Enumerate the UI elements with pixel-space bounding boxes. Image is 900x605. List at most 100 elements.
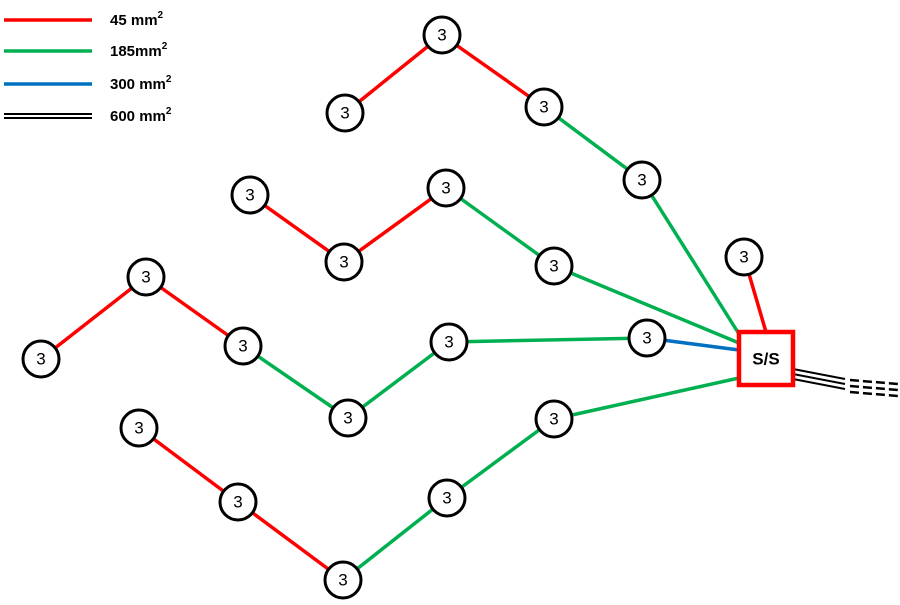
cable-d5-d6 (448, 336, 648, 344)
load-node-a4: 3 (622, 160, 662, 200)
substation-label: S/S (752, 350, 779, 369)
substation: S/S (736, 329, 796, 388)
load-node-d2: 3 (126, 257, 166, 297)
node-label: 3 (444, 333, 453, 352)
load-node-c0: 3 (724, 237, 764, 277)
cable-b2-b3 (342, 186, 448, 264)
node-circle (325, 93, 365, 133)
node-circle (119, 408, 159, 448)
node-circle (426, 168, 466, 208)
legend-sup-185: 2 (162, 41, 168, 52)
node-label: 3 (141, 268, 150, 287)
node-label: 3 (637, 171, 646, 190)
substation-box (736, 329, 796, 388)
svg-text:600 mm2: 600 mm2 (110, 106, 172, 125)
load-node-a2: 3 (422, 15, 462, 55)
node-circle (534, 399, 574, 439)
cable-e4-e5 (445, 417, 556, 500)
node-circle (427, 478, 467, 518)
node-label: 3 (338, 571, 347, 590)
load-node-d6: 3 (627, 318, 667, 358)
load-nodes: 3 3 3 3 3 3 3 3 3 3 3 3 3 3 3 3 3 3 3 3 (21, 15, 764, 600)
node-circle (323, 560, 363, 600)
load-node-a1: 3 (325, 93, 365, 133)
legend: 45 mm2 185mm2 300 mm2 600 mm2 (4, 10, 172, 125)
load-node-d1: 3 (21, 339, 61, 379)
node-label: 3 (441, 179, 450, 198)
cable-e5-ss (553, 376, 740, 421)
load-node-b1: 3 (230, 175, 270, 215)
node-label: 3 (134, 419, 143, 438)
node-circle (724, 237, 764, 277)
feeder-600 (792, 368, 899, 398)
cable-links (39, 33, 768, 582)
cable-d1-d2 (39, 275, 148, 361)
svg-text:185mm2: 185mm2 (110, 41, 168, 60)
node-circle (524, 87, 564, 127)
load-node-b4: 3 (534, 246, 574, 286)
cable-a1-a2 (343, 33, 444, 115)
legend-sup-300: 2 (166, 74, 172, 85)
node-circle (230, 175, 270, 215)
node-label: 3 (340, 104, 349, 123)
load-node-a3: 3 (524, 87, 564, 127)
legend-item-600: 600 mm2 (4, 106, 172, 125)
node-circle (422, 15, 462, 55)
node-label: 3 (549, 257, 558, 276)
load-node-e4: 3 (427, 478, 467, 518)
node-label: 3 (549, 410, 558, 429)
legend-item-300: 300 mm2 (4, 74, 172, 93)
svg-text:300 mm2: 300 mm2 (110, 74, 172, 93)
node-label: 3 (442, 489, 451, 508)
node-circle (21, 339, 61, 379)
legend-sup-45: 2 (158, 10, 164, 21)
node-label: 3 (642, 329, 651, 348)
legend-label-45: 45 mm (110, 12, 158, 29)
node-label: 3 (238, 337, 247, 356)
cable-b3-b4 (444, 186, 556, 268)
node-label: 3 (539, 98, 548, 117)
legend-label-300: 300 mm (110, 76, 166, 93)
load-node-d3: 3 (223, 326, 263, 366)
feeder-dash-1 (849, 378, 899, 386)
node-label: 3 (343, 409, 352, 428)
cable-a2-a3 (440, 33, 546, 109)
cable-e2-e3 (236, 500, 345, 582)
node-circle (218, 482, 258, 522)
feeder-line-1 (792, 368, 846, 380)
cable-a3-a4 (542, 105, 644, 182)
cable-d4-d5 (346, 340, 451, 420)
legend-label-600: 600 mm (110, 108, 166, 125)
load-node-b2: 3 (324, 242, 364, 282)
load-node-d5: 3 (429, 322, 469, 362)
load-node-e2: 3 (218, 482, 258, 522)
load-node-e5: 3 (534, 399, 574, 439)
feeder-dash-2 (849, 384, 899, 392)
cable-e1-e2 (137, 426, 240, 504)
svg-text:45 mm2: 45 mm2 (110, 10, 164, 29)
node-label: 3 (36, 350, 45, 369)
cable-d3-d4 (242, 344, 349, 420)
feeder-line-2 (792, 373, 846, 385)
cable-e3-e4 (341, 496, 449, 582)
load-node-e3: 3 (323, 560, 363, 600)
legend-item-185: 185mm2 (4, 41, 168, 60)
node-label: 3 (437, 26, 446, 45)
legend-sup-600: 2 (166, 106, 172, 117)
cable-b4-ss (553, 264, 740, 345)
node-circle (223, 326, 263, 366)
feeder-dash-3 (849, 390, 899, 398)
feeder-line-3 (792, 378, 846, 390)
node-label: 3 (233, 493, 242, 512)
node-circle (622, 160, 662, 200)
node-circle (328, 398, 368, 438)
node-label: 3 (245, 186, 254, 205)
legend-item-45: 45 mm2 (4, 10, 164, 29)
node-circle (429, 322, 469, 362)
load-node-d4: 3 (328, 398, 368, 438)
node-circle (534, 246, 574, 286)
node-label: 3 (739, 248, 748, 267)
cable-a4-ss (640, 179, 741, 335)
cable-d2-d3 (144, 275, 245, 348)
